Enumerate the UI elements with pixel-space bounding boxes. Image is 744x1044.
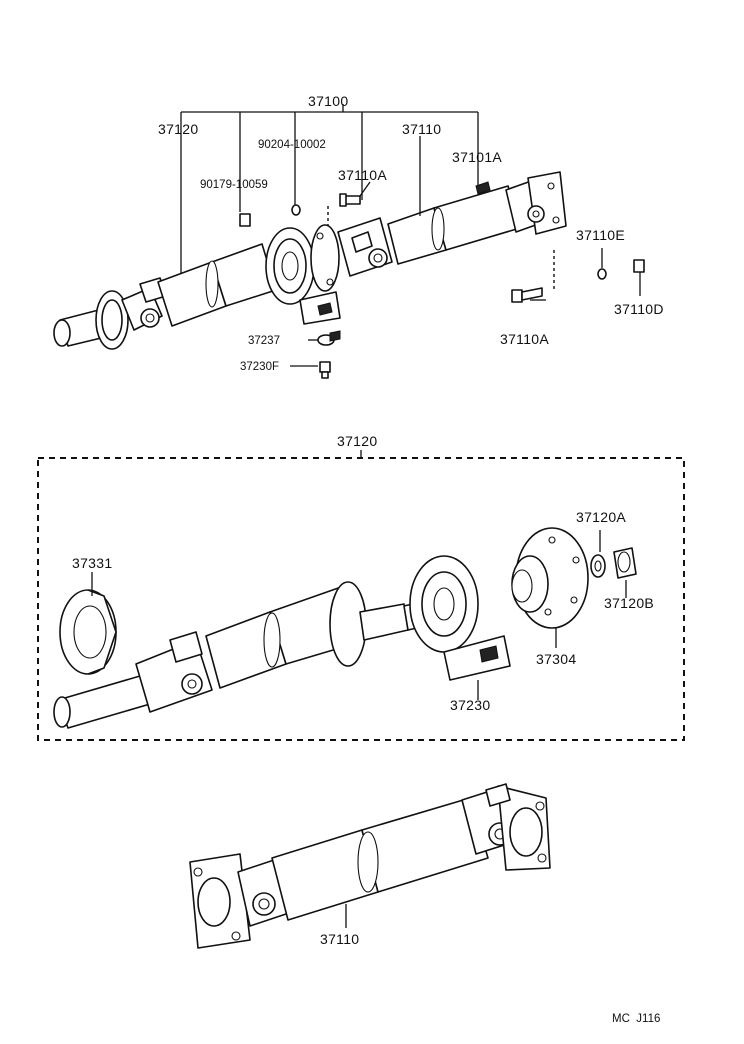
flange-37304 (511, 527, 589, 648)
label-37110D: 37110D (614, 301, 664, 317)
nut-37110D (633, 259, 645, 296)
center-flange (310, 224, 340, 292)
reference-code: MC J116 (612, 1013, 660, 1025)
shaft-tube-bottom (271, 797, 489, 928)
dust-cover-37331 (59, 572, 117, 675)
rear-flange-yoke (475, 171, 567, 235)
bolt-37110A-top (327, 193, 361, 226)
washer-37110E (597, 248, 607, 280)
rear-shaft-assembly-bottom (189, 783, 551, 949)
front-slip-yoke (53, 290, 129, 350)
bolt-37230F (319, 361, 331, 379)
nut-37120B (613, 547, 637, 598)
label-90204-10002: 90204-10002 (258, 139, 326, 151)
washer-37237 (317, 330, 341, 346)
rear-shaft-tube (387, 185, 521, 265)
label-37120-middle: 37120 (337, 433, 377, 449)
propeller-shaft-assembly-top (53, 104, 645, 379)
bolt-37110A-bottom (511, 250, 555, 303)
label-37110A-top: 37110A (338, 167, 387, 183)
label-37120A: 37120A (576, 509, 626, 525)
label-37120-top: 37120 (158, 121, 198, 137)
front-universal-joint-middle (135, 631, 213, 713)
label-37110-bottom: 37110 (320, 931, 359, 947)
label-37101A: 37101A (452, 149, 502, 165)
label-37331: 37331 (72, 555, 112, 571)
front-shaft-assembly-middle (37, 450, 685, 741)
nut-90179 (239, 213, 251, 227)
washer-90204 (291, 204, 301, 216)
label-37230F: 37230F (240, 361, 279, 373)
label-90179-10059: 90179-10059 (200, 179, 268, 191)
front-flange-yoke-bottom (189, 853, 251, 949)
front-slip-yoke-middle (53, 675, 151, 729)
rear-flange-yoke-bottom (485, 783, 551, 871)
label-37120B: 37120B (604, 595, 654, 611)
label-37100: 37100 (308, 93, 348, 109)
label-37110A-bottom: 37110A (500, 331, 549, 347)
label-37110E: 37110E (576, 227, 625, 243)
middle-universal-joint (337, 217, 393, 277)
label-37304: 37304 (536, 651, 576, 667)
center-support-bearing (265, 227, 341, 325)
washer-37120A (590, 530, 606, 578)
front-shaft-tube (157, 243, 277, 327)
label-37237: 37237 (248, 335, 280, 347)
label-37230: 37230 (450, 697, 490, 713)
center-bearing-37230 (409, 555, 511, 700)
label-37110-top: 37110 (402, 121, 441, 137)
